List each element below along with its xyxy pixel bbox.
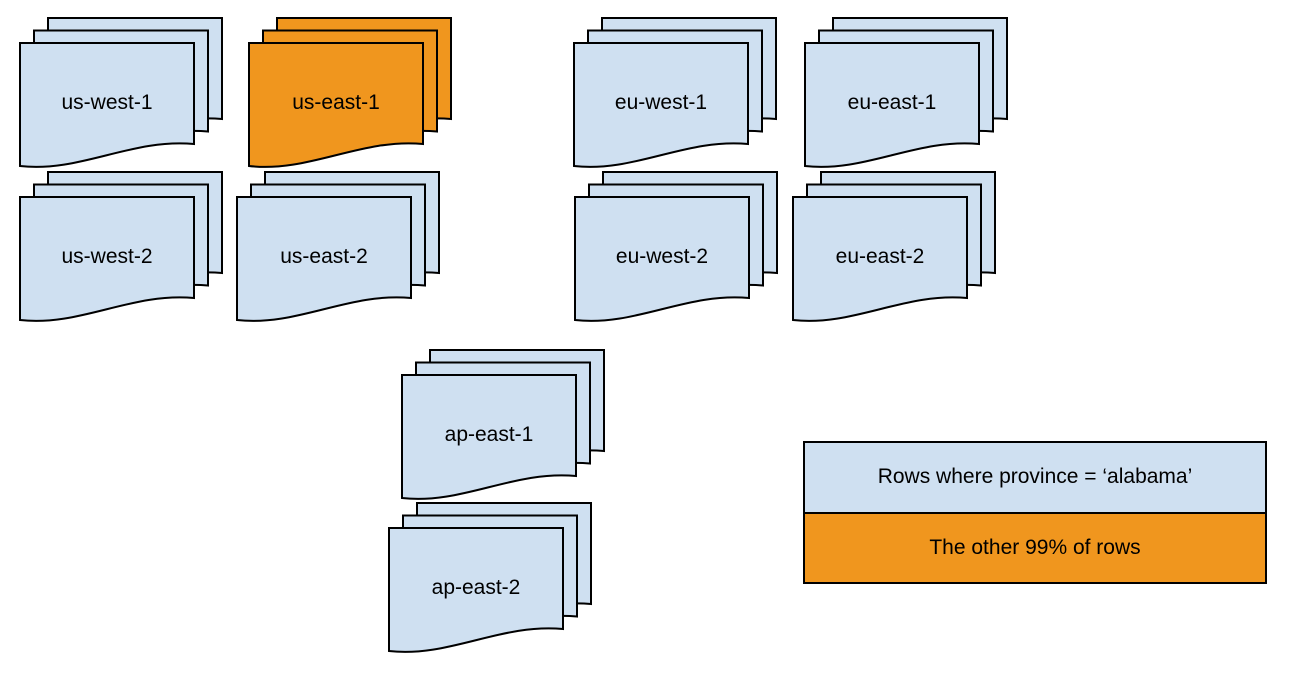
document-stack-icon: eu-west-2 [574, 171, 778, 322]
region-stack-us-west-1: us-west-1 [19, 17, 225, 172]
region-stack-ap-east-1: ap-east-1 [401, 349, 607, 504]
region-stack-us-east-2: us-east-2 [236, 171, 442, 326]
region-stack-eu-east-1: eu-east-1 [804, 17, 1010, 172]
legend-item-other-rows: The other 99% of rows [805, 511, 1265, 582]
region-label: us-west-2 [61, 245, 152, 268]
legend-item-alabama-rows: Rows where province = ‘alabama’ [805, 443, 1265, 512]
legend-label-other-rows: The other 99% of rows [929, 535, 1141, 559]
region-label: ap-east-1 [445, 423, 534, 446]
document-stack-icon: eu-east-1 [804, 17, 1008, 168]
region-label: eu-east-1 [848, 91, 937, 114]
document-stack-icon: us-west-1 [19, 17, 223, 168]
region-stack-us-west-2: us-west-2 [19, 171, 225, 326]
region-label: ap-east-2 [432, 576, 521, 599]
document-stack-icon: ap-east-2 [388, 502, 592, 653]
document-stack-icon: us-east-2 [236, 171, 440, 322]
region-stack-us-east-1: us-east-1 [248, 17, 454, 172]
region-label: eu-east-2 [836, 245, 925, 268]
region-stack-eu-west-1: eu-west-1 [573, 17, 779, 172]
region-label: us-east-2 [280, 245, 368, 268]
document-stack-icon: ap-east-1 [401, 349, 605, 500]
region-label: eu-west-1 [615, 91, 707, 114]
region-stack-eu-west-2: eu-west-2 [574, 171, 780, 326]
legend-label-alabama-rows: Rows where province = ‘alabama’ [877, 465, 1193, 489]
region-stack-ap-east-2: ap-east-2 [388, 502, 594, 657]
region-label: eu-west-2 [616, 245, 708, 268]
legend: Rows where province = ‘alabama’ The othe… [803, 441, 1267, 584]
region-stack-eu-east-2: eu-east-2 [792, 171, 998, 326]
document-stack-icon: eu-west-1 [573, 17, 777, 168]
document-stack-icon: us-east-1 [248, 17, 452, 168]
document-stack-icon: eu-east-2 [792, 171, 996, 322]
region-label: us-east-1 [292, 91, 380, 114]
region-label: us-west-1 [61, 91, 152, 114]
document-stack-icon: us-west-2 [19, 171, 223, 322]
